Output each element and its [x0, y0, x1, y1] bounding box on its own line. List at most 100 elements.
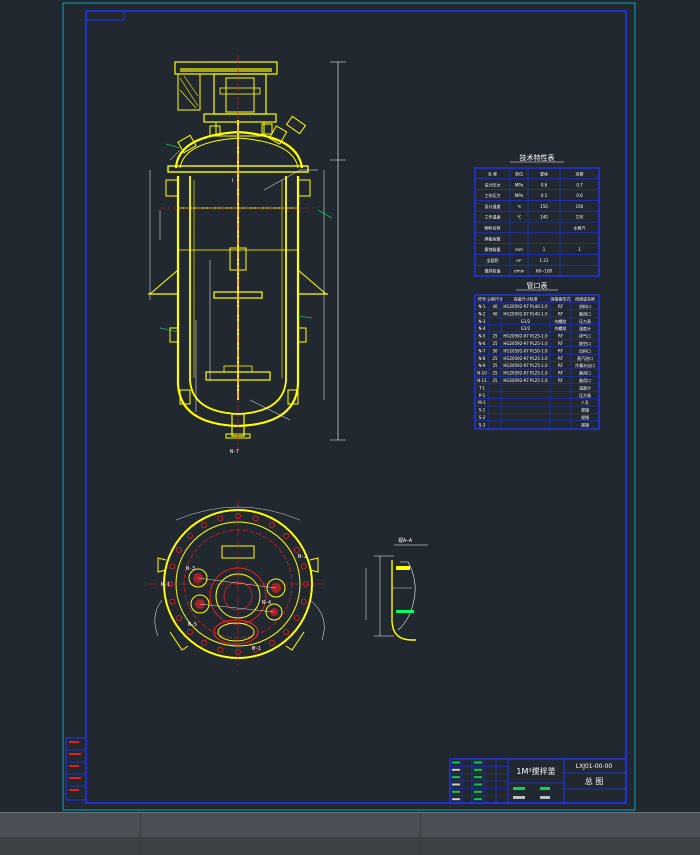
bolt-hole [186, 532, 193, 539]
drawing-number: LXJ01-00-00 [576, 763, 613, 770]
nozzle-table-cell: RF [558, 378, 564, 383]
nozzle-table-cell: 内螺纹 [555, 325, 567, 331]
status-divider [140, 813, 141, 855]
nozzle-table-cell: N-11 [477, 378, 487, 383]
command-line[interactable] [0, 837, 700, 855]
nozzle-table-header: 连接尺寸标准 [514, 296, 538, 302]
bolt-hole [283, 532, 290, 539]
spec-table-header: 釜体 [540, 171, 548, 177]
nozzle-table-cell: HG20592-97 PL25-1.0 [503, 356, 548, 361]
nozzle-table-cell: 视镜 [581, 421, 589, 427]
nozzle-table-cell: 压力表 [579, 318, 591, 324]
spec-table-cell: 工作压力 [485, 192, 501, 198]
spec-table-cell: 设计温度 [485, 203, 501, 209]
bolt-hole [169, 563, 176, 570]
nozzle-table-cell: RF [558, 341, 564, 346]
nozzle-table-cell: 备用口 [579, 370, 591, 376]
nozzle-table-cell: RF [558, 348, 564, 353]
nozzle-table-cell: S-2 [479, 415, 486, 420]
spec-table-cell: 腐蚀裕量 [485, 246, 501, 252]
status-divider [420, 813, 421, 855]
nozzle-table-header: 连接面形式 [551, 296, 571, 302]
nozzle-table-cell: 蒸汽进口 [577, 355, 593, 361]
nozzle-table-header: 用途或名称 [575, 296, 595, 302]
bolt-hole [186, 629, 193, 636]
spec-table-title: 技术特性表 [520, 153, 555, 162]
nozzle-table-cell: 备用口 [579, 310, 591, 316]
nozzle-table-cell: N-1 [479, 304, 486, 309]
bolt-hole [283, 629, 290, 636]
sheet-inner-border [85, 10, 627, 804]
spec-table-cell: r/min [514, 269, 525, 274]
nozzle-table-cell: 内螺纹 [555, 318, 567, 324]
sheet-name: 总 图 [585, 776, 604, 786]
spec-table-cell: 140 [540, 215, 548, 220]
nozzle-table-cell: 25 [492, 363, 498, 368]
spec-table-cell: 焊接系数 [485, 235, 501, 241]
spec-table-header: 名 称 [488, 171, 497, 177]
nozzle-table-cell: HG20592-97 PL25-1.0 [503, 378, 548, 383]
nozzle-table-cell: 40 [492, 304, 498, 309]
nozzle-table-cell: N-3 [479, 319, 486, 324]
plan-nozzle-label: N-1 [161, 582, 170, 588]
nozzle-table-cell: 排气口 [579, 333, 591, 339]
spec-table-cell: MPa [515, 193, 524, 198]
bolt-hole [200, 522, 207, 529]
spec-table-cell: 设计压力 [485, 181, 501, 187]
spec-table-cell: 0.6 [576, 193, 583, 198]
nozzle-table-cell: 25 [492, 341, 498, 346]
section-detail-view: 视A—A Ⅰ [232, 178, 428, 641]
nozzle-table-cell: 出料口 [579, 347, 591, 353]
bolt-hole [293, 547, 300, 554]
spec-table-cell: 150 [540, 204, 548, 209]
nozzle-table-cell: 进料口 [579, 303, 591, 309]
spec-table-cell: 搅拌转速 [485, 268, 501, 274]
bolt-hole [169, 598, 176, 605]
spec-table-cell: MPa [515, 182, 524, 187]
nozzle-table-cell: 备用口 [579, 377, 591, 383]
nozzle-table-cell: 温度计 [579, 384, 591, 390]
plan-nozzle-label: N-2 [298, 554, 307, 560]
spec-table-cell: ℃ [517, 204, 522, 209]
plan-nozzle-label: N-4 [262, 600, 271, 606]
bolt-hole [300, 598, 307, 605]
section-view-label: 视A—A [398, 537, 412, 544]
nozzle-table-cell: 温度计 [579, 325, 591, 331]
bolt-hole [176, 547, 183, 554]
vessel-plan-view: N-1 N-2 N-3 N-4 N-5 M-1 [150, 500, 326, 668]
status-bar [0, 812, 700, 855]
nozzle-table-cell: G1/2 [521, 319, 531, 324]
spec-table-cell: 150 [576, 215, 584, 220]
nozzle-table-cell: N-6 [479, 341, 486, 346]
nozzle-table-cell: RF [558, 363, 564, 368]
bolt-hole [252, 646, 259, 653]
plan-nozzle-label: N-3 [186, 566, 195, 572]
nozzle-table-cell: N-10 [477, 371, 487, 376]
spec-table-cell: 0.6 [541, 182, 548, 187]
spec-table-cell: 60~100 [536, 269, 553, 274]
spec-table-cell: 0.7 [576, 182, 583, 187]
nozzle-table-cell: 50 [492, 348, 498, 353]
spec-table-cell: mm [515, 247, 523, 252]
drawing-title: 1M³搅拌釜 [516, 766, 555, 776]
sheet-outer-border [62, 2, 636, 811]
nozzle-table-cell: RF [558, 356, 564, 361]
nozzle-table-cell: HG20592-97 PL25-1.0 [503, 341, 548, 346]
bolt-hole [217, 646, 224, 653]
nozzle-table-cell: HG20592-97 PL40-1.0 [503, 311, 548, 316]
nozzle-table-cell: N-9 [479, 363, 486, 368]
side-stamp-block [65, 737, 87, 801]
nozzle-table-cell: 25 [492, 371, 498, 376]
detail-mark-label: Ⅰ [232, 178, 233, 184]
nozzle-table-cell: 视镜 [581, 414, 589, 420]
nozzle-table-header: 符号 [478, 296, 486, 302]
nozzle-table-cell: 人孔 [581, 399, 589, 405]
spec-table-cell: 0.5 [541, 193, 548, 198]
nozzle-table-cell: 25 [492, 334, 498, 339]
nozzle-table-header: 公称尺寸 [487, 296, 503, 302]
spec-table-cell: 1 [543, 247, 546, 252]
bolt-hole [200, 639, 207, 646]
nozzle-table-cell: G1/2 [521, 326, 531, 331]
